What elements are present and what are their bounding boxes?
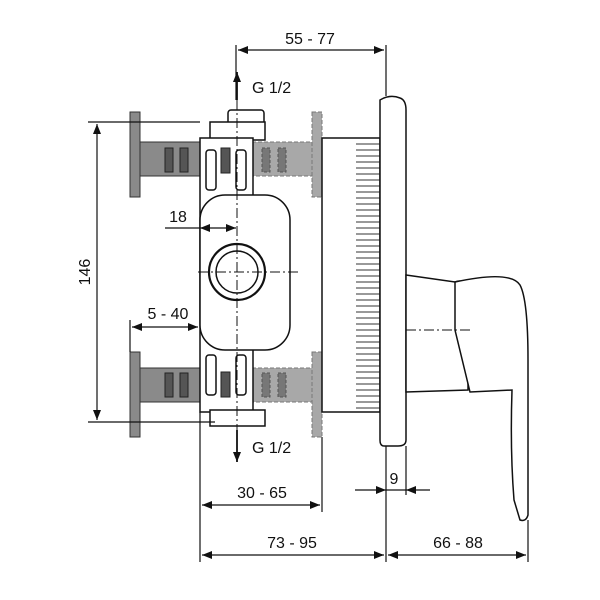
left-pipe-bottom	[129, 351, 203, 438]
extension-lines	[88, 45, 529, 562]
dim-offset: 18	[169, 209, 187, 226]
dim-top-width: 55 - 77	[285, 31, 335, 48]
dim-inlet-top: G 1/2	[252, 80, 291, 97]
right-pipe-dashed	[251, 111, 323, 438]
dim-plate: 9	[390, 471, 399, 488]
dim-depth-total: 73 - 95	[267, 535, 317, 552]
dim-flange-range: 5 - 40	[148, 306, 189, 323]
cover-plate	[379, 95, 407, 447]
thread-sleeve	[321, 137, 381, 413]
dim-height: 146	[77, 259, 94, 286]
left-pipe-top	[129, 111, 203, 198]
valve-body	[199, 109, 291, 427]
dim-handle-depth: 66 - 88	[433, 535, 483, 552]
dim-depth-body: 30 - 65	[237, 485, 287, 502]
dim-inlet-bottom: G 1/2	[252, 440, 291, 457]
